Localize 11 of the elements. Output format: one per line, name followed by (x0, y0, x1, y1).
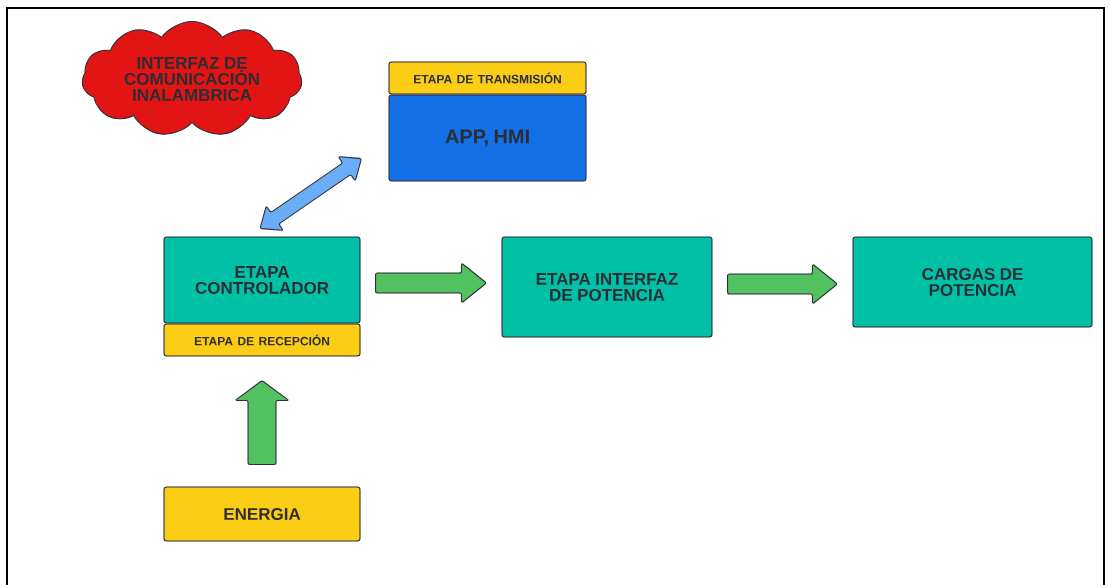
process-box: APP, HMI (388, 94, 587, 182)
process-box: ENERGIA (163, 486, 361, 542)
process-box: ETAPA DE RECEPCIÓN (163, 323, 361, 357)
block-arrow (375, 263, 487, 303)
process-box: ETAPA DE TRANSMISIÓN (388, 61, 587, 95)
block-arrow (727, 264, 838, 304)
block-arrow (259, 156, 362, 231)
block-arrow (235, 380, 289, 465)
process-box: ETAPA INTERFAZ DE POTENCIA (501, 236, 713, 338)
process-box: CARGAS DE POTENCIA (852, 236, 1093, 328)
process-box: ETAPA CONTROLADOR (163, 236, 361, 324)
